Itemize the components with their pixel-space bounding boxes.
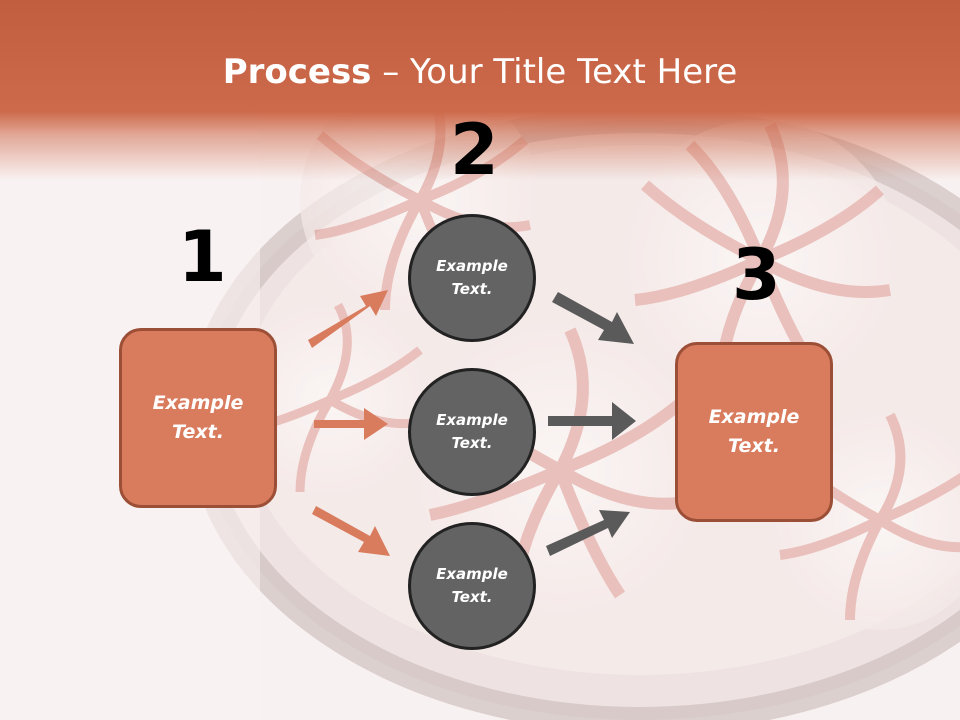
step-3-text: Example Text. (708, 406, 800, 457)
title-bold: Process (222, 52, 372, 92)
step-2-circle-middle: Example Text. (408, 368, 536, 496)
step-number-2: 2 (450, 109, 499, 191)
arrow-right-bottom (546, 510, 630, 556)
arrow-left-middle (314, 408, 388, 440)
title-rest: – Your Title Text Here (371, 52, 738, 92)
step-1-text: Example Text. (152, 392, 244, 443)
step-1-box: Example Text. (119, 328, 277, 508)
step-2-circle-bottom: Example Text. (408, 522, 536, 650)
arrow-right-top (552, 292, 634, 344)
arrow-left-top (308, 290, 388, 348)
step-2-circle-top: Example Text. (408, 214, 536, 342)
step-number-3: 3 (732, 234, 781, 316)
title-bar (0, 0, 960, 180)
arrow-right-middle (548, 402, 636, 440)
page-title: Process – Your Title Text Here (0, 52, 960, 92)
arrow-left-bottom (312, 506, 390, 556)
circle-text: Example Text. (436, 411, 508, 452)
circle-text: Example Text. (436, 257, 508, 298)
circle-text: Example Text. (436, 565, 508, 606)
step-number-1: 1 (178, 216, 227, 298)
step-3-box: Example Text. (675, 342, 833, 522)
